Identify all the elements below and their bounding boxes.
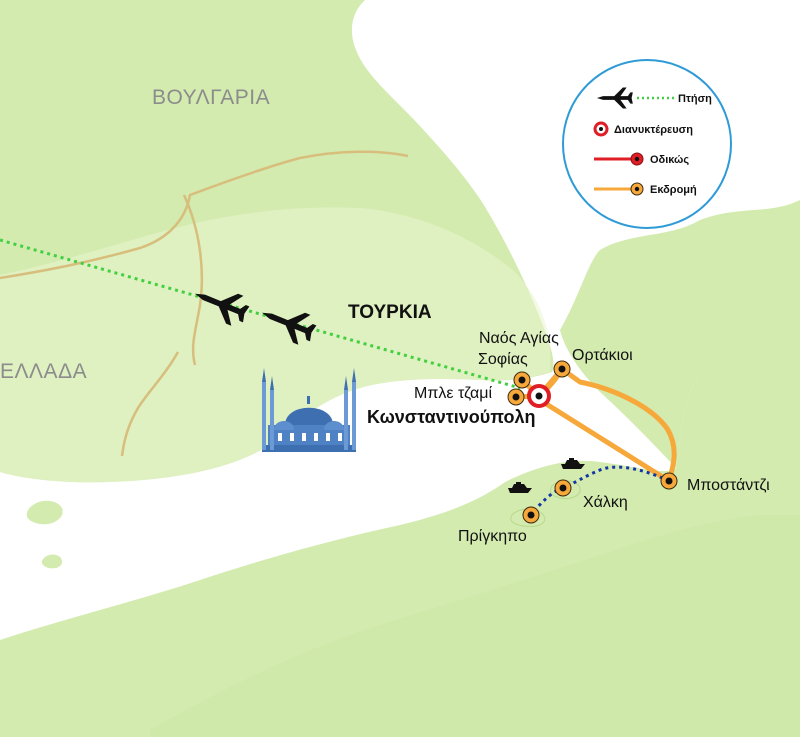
label-hagia-sophia-line2: Σοφίας bbox=[478, 351, 528, 368]
island-west-1 bbox=[26, 500, 63, 525]
land-anatolia-east bbox=[560, 200, 800, 468]
stop-prinkipo[interactable] bbox=[522, 506, 540, 524]
border-greece-turkey bbox=[120, 351, 180, 457]
land-anatolia bbox=[0, 357, 800, 737]
legend-road: Οδικώς bbox=[650, 154, 689, 166]
stop-hagia-sophia[interactable] bbox=[513, 371, 531, 389]
land-thrace bbox=[0, 207, 551, 483]
legend-overnight: Διανυκτέρευση bbox=[614, 124, 693, 136]
label-turkey: ΤΟΥΡΚΙΑ bbox=[348, 302, 432, 323]
label-blue-mosque: Μπλε τζαμί bbox=[414, 385, 492, 402]
island-west-2 bbox=[41, 554, 62, 569]
legend-flight: Πτήση bbox=[678, 93, 712, 105]
stop-ortakoy[interactable] bbox=[553, 360, 571, 378]
label-ortakoy: Ορτάκιοι bbox=[572, 347, 633, 364]
flight-route bbox=[0, 238, 521, 390]
border-greece-bulgaria bbox=[182, 194, 204, 366]
stop-blue-mosque[interactable] bbox=[507, 388, 525, 406]
label-greece: ΕΛΛΑΔΑ bbox=[0, 360, 87, 383]
border-bulgaria-turkey bbox=[0, 150, 409, 280]
overnight-target-icon[interactable] bbox=[527, 384, 551, 408]
mosque-icon bbox=[262, 368, 356, 452]
stop-halki[interactable] bbox=[554, 479, 572, 497]
label-hagia-sophia-line1: Ναός Αγίας bbox=[479, 330, 559, 347]
label-bulgaria: ΒΟΥΛΓΑΡΙΑ bbox=[152, 86, 270, 109]
label-constantinople: Κωνσταντινούπολη bbox=[367, 407, 536, 427]
label-prinkipo: Πρίγκηπο bbox=[458, 528, 527, 545]
excursion-route-loop bbox=[538, 366, 677, 484]
legend-excursion: Εκδρομή bbox=[650, 184, 697, 196]
label-halki: Χάλκη bbox=[583, 494, 628, 511]
legend: Πτήση Διανυκτέρευση Οδικώς Εκδρομή bbox=[562, 59, 732, 229]
label-bostanci: Μποστάντζι bbox=[687, 477, 770, 494]
land-anatolia-inner bbox=[150, 515, 800, 737]
stop-bostanci[interactable] bbox=[660, 472, 678, 490]
